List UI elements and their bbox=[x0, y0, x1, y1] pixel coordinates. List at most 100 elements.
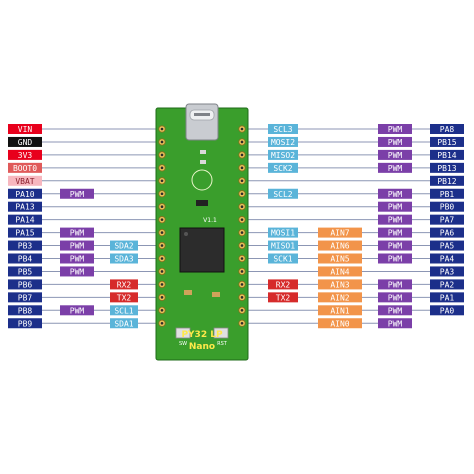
left-pin-label-box bbox=[8, 227, 42, 238]
left-func-badge: PWM bbox=[60, 188, 94, 199]
left-pin-label: PA14 bbox=[8, 214, 42, 225]
right-func-badge: PWM bbox=[378, 253, 412, 264]
sw-silk: SW bbox=[179, 341, 187, 347]
right-pin-label: PA3 bbox=[430, 266, 464, 277]
right-pad-hole bbox=[240, 153, 244, 157]
left-func-badge-text: PWM bbox=[70, 190, 85, 199]
left-pad-hole bbox=[160, 257, 164, 260]
left-pin-label: PB3 bbox=[8, 240, 42, 251]
left-func-badge-box bbox=[60, 227, 94, 238]
left-func-badge: SDA1 bbox=[110, 318, 138, 329]
left-pin-label-text: PB6 bbox=[18, 280, 33, 289]
right-func-badge: PWM bbox=[378, 214, 412, 225]
right-func-badge-text: PWM bbox=[388, 151, 403, 160]
right-pin-label: PA2 bbox=[430, 279, 464, 290]
right-func-badge-box bbox=[378, 292, 412, 303]
right-pin-label-text: PB14 bbox=[437, 151, 456, 160]
left-pin-label-box bbox=[8, 253, 42, 264]
left-func-badge: SCL1 bbox=[110, 305, 138, 316]
left-pin-label-box bbox=[8, 279, 42, 290]
left-pin-label-box bbox=[8, 149, 42, 160]
right-func-badge-text: AIN0 bbox=[330, 319, 349, 328]
right-func-badge: SCL2 bbox=[268, 188, 298, 199]
right-func-badge: AIN5 bbox=[318, 253, 362, 264]
right-pin-label: PB12 bbox=[430, 175, 464, 186]
right-func-badge-box bbox=[268, 124, 298, 134]
right-pin-label-box bbox=[430, 149, 464, 160]
left-func-badge: PWM bbox=[60, 305, 94, 316]
left-pin-label: VIN bbox=[8, 124, 42, 134]
right-pad-hole bbox=[240, 127, 244, 131]
right-func-badge-box bbox=[268, 240, 298, 251]
left-pad-hole bbox=[160, 231, 164, 234]
board-model-silk: Nano bbox=[189, 342, 215, 352]
right-pin-label-text: PB1 bbox=[440, 190, 455, 199]
left-pin-label-text: PB4 bbox=[18, 255, 33, 264]
right-func-badge-box bbox=[318, 318, 362, 329]
right-func-badge-box bbox=[378, 188, 412, 199]
left-func-badge-text: SDA2 bbox=[114, 242, 133, 251]
left-func-badge: PWM bbox=[60, 227, 94, 238]
right-func-badge: PWM bbox=[378, 136, 412, 147]
left-pad-hole bbox=[160, 166, 164, 170]
right-pin-label-text: PB0 bbox=[440, 203, 455, 212]
right-func-badge-box bbox=[318, 292, 362, 303]
left-pin-label-box bbox=[8, 240, 42, 251]
left-pin-label: BOOT0 bbox=[8, 162, 42, 173]
right-func-badge: PWM bbox=[378, 149, 412, 160]
right-func-badge: SCL3 bbox=[268, 124, 298, 134]
left-pin-label-box bbox=[8, 175, 42, 186]
right-func-badge-text: AIN1 bbox=[330, 306, 349, 315]
right-pin-label-box bbox=[430, 124, 464, 134]
right-pin-label-box bbox=[430, 188, 464, 199]
left-pin-label: PA15 bbox=[8, 227, 42, 238]
right-func-badge-box bbox=[378, 201, 412, 212]
right-func-badge: SCK2 bbox=[268, 162, 298, 173]
right-pin-label-box bbox=[430, 253, 464, 264]
right-func-badge-text: AIN5 bbox=[330, 255, 349, 264]
right-func-badge-box bbox=[268, 279, 298, 290]
right-func-badge: PWM bbox=[378, 292, 412, 303]
right-func-badge-text: AIN2 bbox=[330, 293, 349, 302]
left-pad-hole bbox=[160, 283, 164, 286]
right-pad-hole bbox=[240, 257, 244, 260]
right-func-badge: PWM bbox=[378, 162, 412, 173]
left-func-badge: SDA2 bbox=[110, 240, 138, 251]
right-func-badge-text: PWM bbox=[388, 138, 403, 147]
right-func-badge-text: PWM bbox=[388, 293, 403, 302]
right-func-badge-text: TX2 bbox=[276, 293, 291, 302]
right-pin-label-text: PA1 bbox=[440, 293, 455, 302]
right-func-badge: TX2 bbox=[268, 292, 298, 303]
right-func-badge: MISO2 bbox=[268, 149, 298, 160]
right-func-badge: PWM bbox=[378, 227, 412, 238]
left-pin-label-text: PA14 bbox=[15, 216, 34, 225]
right-func-badge-text: AIN4 bbox=[330, 267, 349, 276]
right-pin-label-text: PB13 bbox=[437, 164, 456, 173]
left-pin-label: GND bbox=[8, 136, 42, 147]
right-func-badge-box bbox=[268, 253, 298, 264]
right-func-badge-box bbox=[268, 292, 298, 303]
right-pin-label-text: PB15 bbox=[437, 138, 456, 147]
left-pin-label-box bbox=[8, 318, 42, 329]
right-func-badge: PWM bbox=[378, 124, 412, 134]
right-func-badge-text: PWM bbox=[388, 280, 403, 289]
right-func-badge: PWM bbox=[378, 240, 412, 251]
right-pin-label: PA5 bbox=[430, 240, 464, 251]
right-func-badge: AIN4 bbox=[318, 266, 362, 277]
right-func-badge-text: PWM bbox=[388, 255, 403, 264]
left-pin-label: PA10 bbox=[8, 188, 42, 199]
right-func-badge-box bbox=[318, 305, 362, 316]
right-pin-label-text: PA8 bbox=[440, 125, 455, 134]
left-pin-label-text: VBAT bbox=[15, 177, 34, 186]
right-pad-hole bbox=[240, 218, 244, 221]
right-func-badge: PWM bbox=[378, 305, 412, 316]
right-pin-label-box bbox=[430, 175, 464, 186]
left-pin-label: PB6 bbox=[8, 279, 42, 290]
left-pin-label-box bbox=[8, 201, 42, 212]
right-pin-label-text: PB12 bbox=[437, 177, 456, 186]
right-pin-label: PA1 bbox=[430, 292, 464, 303]
left-pad-hole bbox=[160, 153, 164, 157]
right-func-badge-text: PWM bbox=[388, 242, 403, 251]
right-pin-label-box bbox=[430, 201, 464, 212]
